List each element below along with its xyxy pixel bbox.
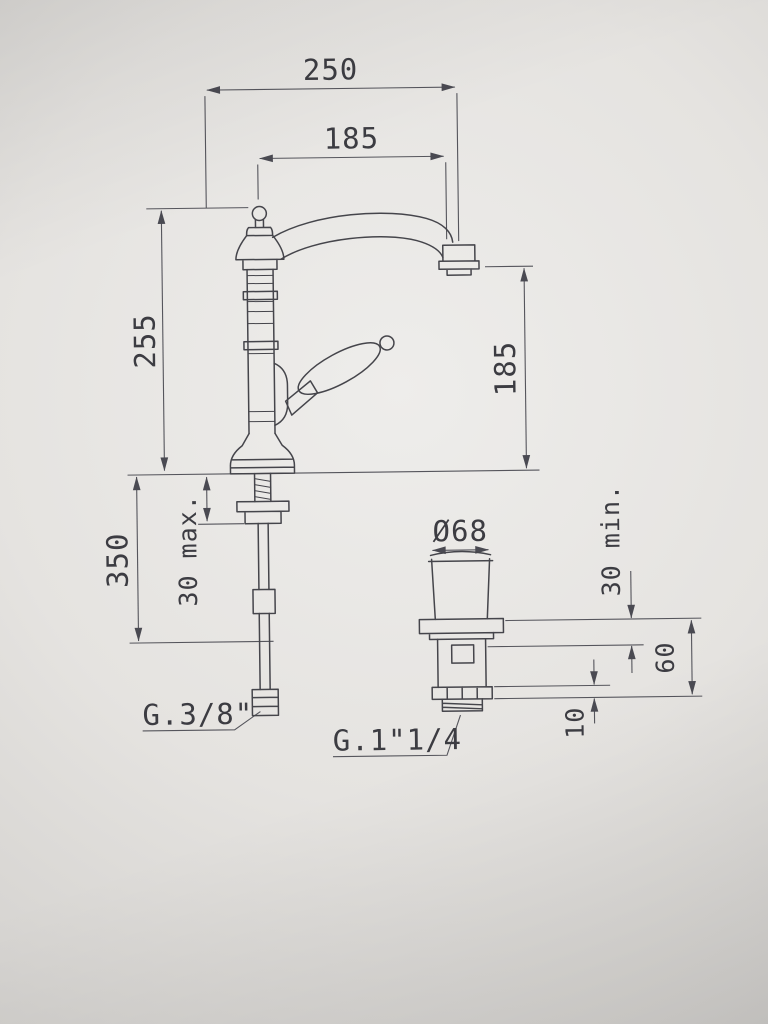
body-rings [246,274,276,423]
ext-line-30max [198,523,245,525]
ext-line-spout-outlet [485,265,534,268]
waste-outline [418,550,505,713]
aerator [438,244,480,276]
label-waste-connection: G.1"1/4 [333,722,463,758]
finial-neck [245,218,274,237]
finial-ball [251,205,268,222]
body-column [246,268,276,435]
handle-socket [284,380,319,416]
label-spout-outlet-height: 185 [488,341,523,397]
label-waste-flange-diameter: Ø68 [432,514,488,549]
spout-bottom-curve [280,236,444,260]
ext-line-top [146,207,249,210]
hose-connector [252,588,276,615]
supply-hose-lower [258,612,271,691]
dim-line-250 [206,83,456,94]
cartridge-housing [273,362,289,427]
dimension-lines [127,83,703,758]
dim-line-30max [202,476,211,522]
waste-tail-thread [441,698,484,713]
label-overall-depth: 250 [303,52,359,87]
clamp-washer [236,500,290,525]
overflow-slot [450,644,475,664]
waste-plug-dome [427,550,494,563]
body-collar-upper [242,290,279,301]
handle-knob [379,335,395,351]
leader-waste-thread [332,714,462,758]
dim-line-68 [431,546,490,555]
hose-end-fitting [251,688,280,717]
label-supply-connection: G.3/8" [142,697,253,732]
dim-line-185-top [259,152,445,163]
leader-supply-thread [142,711,261,732]
base-flare [229,432,296,475]
ext-lines-185-top [257,162,448,240]
label-waste-nut-height: 10 [560,706,589,738]
label-waste-height: 60 [651,641,680,673]
label-max-deck-thickness: 30 max. [173,494,203,607]
supply-hose-upper [257,522,270,591]
label-min-deck-thickness: 30 min. [596,484,626,597]
deck-line [127,469,540,476]
ext-lines-250 [204,93,460,242]
crown [235,234,285,271]
waste-body [436,638,487,689]
spout-top-curve [271,212,454,243]
handle-lever [297,342,381,395]
dimension-labels: 250 185 255 185 350 30 max. Ø68 30 min. … [100,52,680,758]
dim-arrow-30min-top [627,570,636,619]
dim-line-255 [157,210,169,472]
waste-plug-sides [430,557,491,621]
waste-locknut [431,685,494,701]
stud-threads [254,478,272,500]
dim-line-60 [687,619,696,695]
label-spout-reach: 185 [324,121,380,156]
label-supply-hose-length: 350 [100,532,135,588]
body-collar-lower [243,340,279,351]
dim-line-350 [132,476,143,642]
ext-line-hose-end [129,640,274,644]
label-total-height: 255 [128,313,163,369]
dim-line-185-right [520,267,531,469]
ext-lines-waste [487,617,703,700]
faucet-outline [229,205,480,717]
waste-flange [418,617,505,641]
